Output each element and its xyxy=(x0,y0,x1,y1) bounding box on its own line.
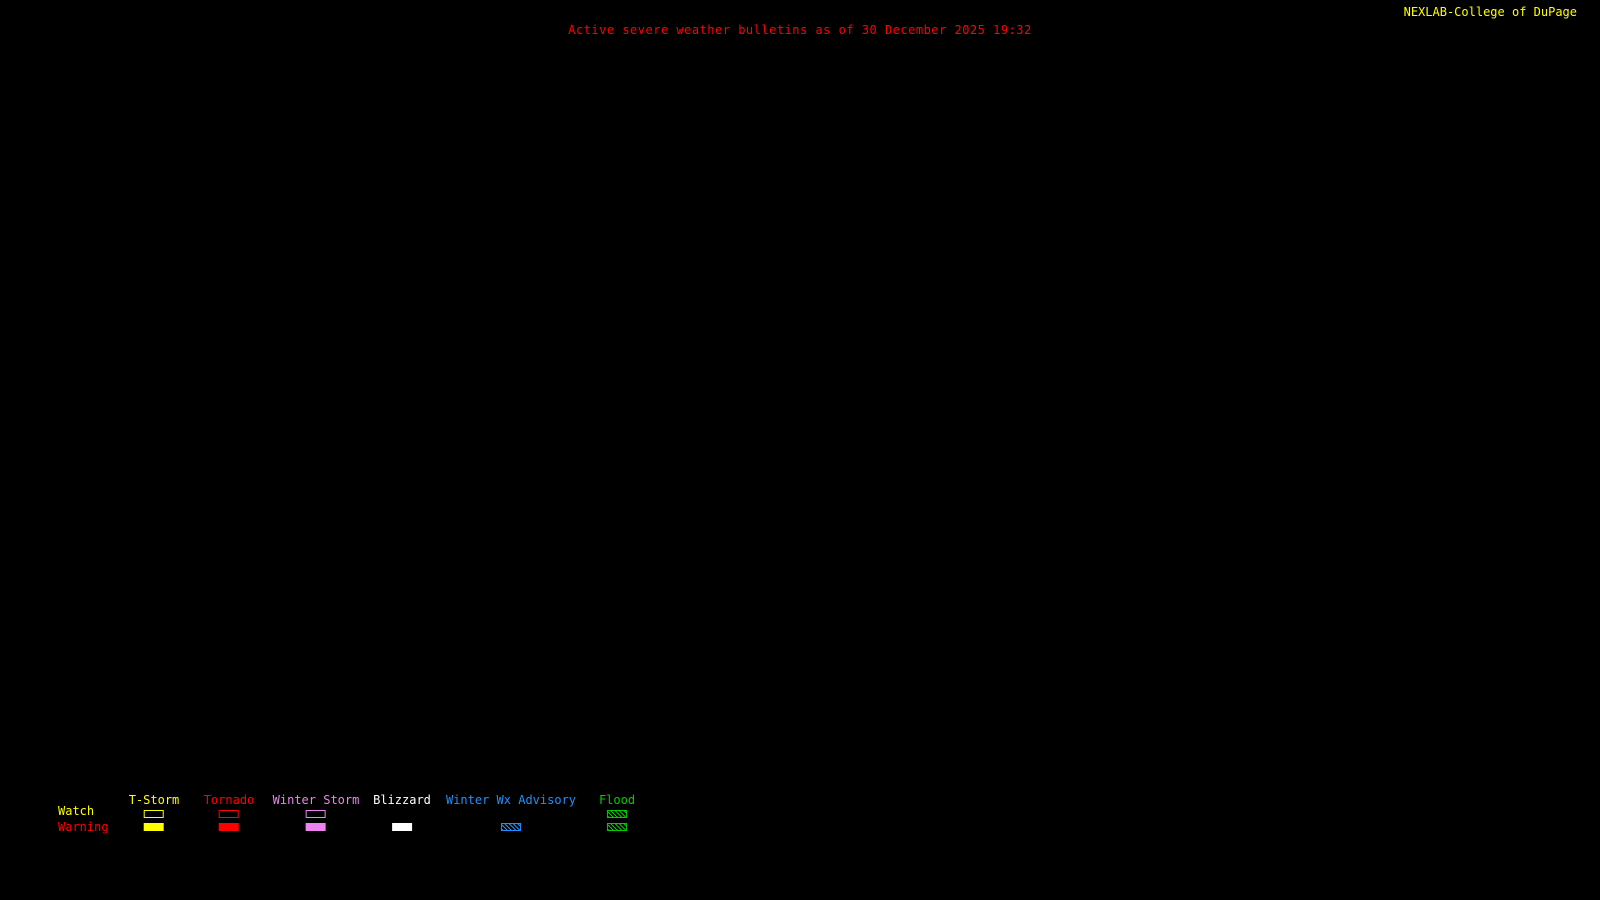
warning-swatch xyxy=(500,823,521,831)
warning-swatch xyxy=(391,823,412,831)
legend-category-blizzard: Blizzard xyxy=(373,794,431,831)
watch-swatch xyxy=(218,810,239,818)
legend-warning-label: Warning xyxy=(58,820,109,834)
legend-category-t-storm: T-Storm xyxy=(128,793,180,831)
warning-swatch xyxy=(607,823,627,831)
legend-category-winter-wx-advisory: Winter Wx Advisory xyxy=(446,794,576,831)
watch-swatch xyxy=(143,810,164,818)
legend-category-label: Winter Storm xyxy=(272,793,360,807)
legend-category-label: Winter Wx Advisory xyxy=(445,793,577,807)
legend-category-tornado: Tornado xyxy=(203,793,255,831)
page-title: Active severe weather bulletins as of 30… xyxy=(568,23,1032,37)
watch-swatch xyxy=(305,810,326,818)
legend-watch-label: Watch xyxy=(58,804,95,818)
brand-label: NEXLAB-College of DuPage xyxy=(1403,5,1577,19)
legend: Watch Warning T-Storm Tornado Winter Sto… xyxy=(0,788,720,848)
legend-category-winter-storm: Winter Storm xyxy=(272,793,360,831)
warning-swatch xyxy=(218,823,239,831)
legend-category-label: Flood xyxy=(598,793,636,807)
flag-icon xyxy=(1582,5,1594,19)
warning-swatch xyxy=(143,823,164,831)
legend-category-label: Blizzard xyxy=(373,793,431,807)
legend-category-flood: Flood xyxy=(599,794,635,831)
legend-category-label: Tornado xyxy=(203,793,255,807)
legend-category-label: T-Storm xyxy=(128,793,180,807)
warning-swatch xyxy=(305,823,326,831)
brand: NEXLAB-College of DuPage xyxy=(1404,5,1594,19)
watch-swatch xyxy=(607,810,627,818)
